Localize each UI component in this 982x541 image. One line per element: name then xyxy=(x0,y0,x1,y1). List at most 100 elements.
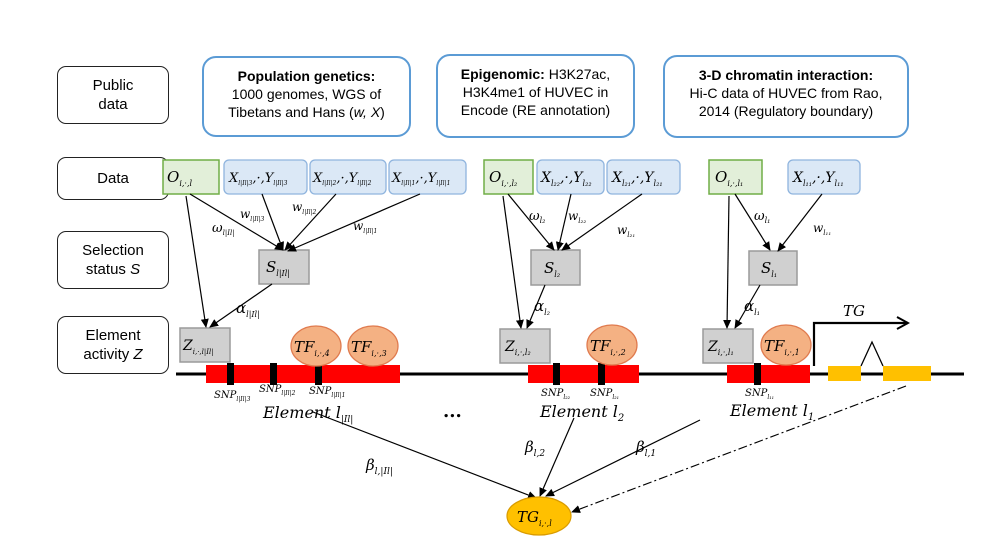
row-label-selection-line2: status S xyxy=(86,260,140,279)
omega-2-label: ωl₂ xyxy=(529,209,545,225)
snp-last-3-label: SNPl|Il|3 xyxy=(214,390,251,403)
tf-1-label: TFi,·,1 xyxy=(764,337,800,357)
z-node-last-label: Zi,·,l|Il| xyxy=(182,338,214,356)
element-last-bar xyxy=(206,365,400,383)
edge-s-to-z-last xyxy=(209,283,273,328)
edge-beta-1 xyxy=(545,419,701,497)
element-2-bar xyxy=(528,365,639,383)
z-node-last xyxy=(179,327,231,363)
edge-x11-to-s-1 xyxy=(777,193,823,252)
edge-x22-to-s-2 xyxy=(555,193,572,251)
popgen-line3: Tibetans and Hans (w, X) xyxy=(204,103,409,121)
row-label-selection-status: Selection status S xyxy=(57,231,169,289)
row-label-selection-line1: Selection xyxy=(82,242,144,259)
popgen-line3-suffix: ) xyxy=(380,104,385,120)
row-label-public-line2: data xyxy=(98,96,128,113)
gene-exon-1 xyxy=(828,366,861,381)
w-11-label: wl₁₁ xyxy=(813,221,831,237)
row-label-data-text: Data xyxy=(97,170,129,187)
gene-label: TG xyxy=(843,302,865,320)
tf-3-label: TFi,·,3 xyxy=(351,338,387,358)
popgen-line3-prefix: Tibetans and Hans ( xyxy=(228,104,354,120)
element-2-label: Element l2 xyxy=(539,402,624,424)
source-epigenomic: Epigenomic: H3K27ac, H3K4me1 of HUVEC in… xyxy=(436,54,635,138)
s-node-1-label: Sl₁ xyxy=(761,259,777,279)
element-1-bar xyxy=(727,365,810,383)
xy-node-21-label: Xl₂₁,·,Yl₂₁ xyxy=(611,170,663,188)
edge-o-to-z-last xyxy=(185,195,209,328)
w-last-2-label: wl|Il|2 xyxy=(292,200,317,216)
row-label-public-data: Public data xyxy=(57,66,169,124)
edge-x21-to-s-2 xyxy=(561,193,643,251)
edge-x2-to-s-last xyxy=(284,193,337,251)
o-node-2-label: Oi,·,l₂ xyxy=(489,168,517,188)
popgen-title: Population genetics: xyxy=(237,68,376,84)
chromatin-title: 3-D chromatin interaction: xyxy=(698,67,874,83)
tg-node xyxy=(506,496,572,536)
alpha-1-label: αl₁ xyxy=(744,297,760,317)
xy-node-last-3 xyxy=(223,159,308,195)
snp-marker xyxy=(553,363,560,385)
epigenomic-line2: H3K4me1 of HUVEC in xyxy=(462,84,609,100)
edge-gene-to-tg xyxy=(571,385,907,513)
w-21-label: wl₂₁ xyxy=(617,223,635,239)
edge-x3-to-s-last xyxy=(261,193,284,251)
source-population-genetics: Population genetics: 1000 genomes, WGS o… xyxy=(202,56,411,137)
edge-s-to-z-2 xyxy=(526,284,546,329)
snp-last-2-label: SNPl|Il|2 xyxy=(259,384,296,397)
xy-node-last-1-label: Xl|Il|1,·,Yl|Il|1 xyxy=(391,171,450,187)
tf-2-label: TFi,·,2 xyxy=(590,337,626,357)
popgen-line3-vars: w, X xyxy=(353,104,381,120)
xy-node-22-label: Xl₂₂,·,Yl₂₂ xyxy=(540,170,592,188)
beta-2-label: βl,2 xyxy=(524,438,545,459)
tg-node-label: TGi,·,l xyxy=(517,508,552,528)
edge-beta-2 xyxy=(539,417,575,497)
edge-x1-to-s-last xyxy=(287,193,421,252)
snp-marker xyxy=(754,363,761,385)
ellipsis: ... xyxy=(443,401,462,422)
tf-3-bubble xyxy=(347,325,399,367)
row-label-element-activity: Element activity Z xyxy=(57,316,169,374)
xy-node-last-2 xyxy=(309,159,387,195)
tf-2-bubble xyxy=(586,324,638,366)
o-node-last-label: Oi,·,l xyxy=(167,168,193,188)
edge-o-to-s-2 xyxy=(507,193,555,251)
s-node-1 xyxy=(748,250,798,286)
epigenomic-title: Epigenomic: xyxy=(460,66,545,82)
o-node-1-label: Oi,·,l₁ xyxy=(715,168,743,188)
snp-marker xyxy=(270,363,277,385)
gene-exon-2 xyxy=(883,366,931,381)
snp-last-1-label: SNPl|Il|1 xyxy=(309,386,345,399)
epigenomic-line3: Encode (RE annotation) xyxy=(460,102,611,118)
edge-o-to-s-last xyxy=(189,193,284,251)
snp-marker xyxy=(227,363,234,385)
tss-arrow xyxy=(812,323,908,366)
snp-11-label: SNPl₁₁ xyxy=(745,388,774,401)
epigenomic-line1: Epigenomic: H3K27ac, xyxy=(438,65,633,83)
xy-node-last-3-label: Xl|Il|3,·,Yl|Il|3 xyxy=(228,171,288,187)
beta-1-label: βl,1 xyxy=(635,438,656,459)
gene-intron xyxy=(860,340,884,367)
chromatin-line3: 2014 (Regulatory boundary) xyxy=(698,103,874,119)
row-label-activity-var: Z xyxy=(133,346,143,363)
row-label-public-line1: Public xyxy=(92,77,134,94)
snp-marker xyxy=(598,363,605,385)
alpha-last-label: αl|Il| xyxy=(236,299,260,319)
edge-beta-last xyxy=(312,411,537,499)
s-node-2-label: Sl₂ xyxy=(544,259,560,279)
tf-4-bubble xyxy=(290,325,342,367)
z-node-2-label: Zi,·,l₂ xyxy=(504,339,531,357)
alpha-2-label: αl₂ xyxy=(534,297,550,317)
row-label-selection-prefix: status xyxy=(85,261,131,278)
row-label-activity-line2: activity Z xyxy=(83,345,142,364)
element-1-label: Element l1 xyxy=(729,401,814,423)
snp-21-label: SNPl₂₁ xyxy=(590,388,619,401)
row-label-selection-var: S xyxy=(130,261,141,278)
s-node-2 xyxy=(530,249,581,286)
xy-node-21 xyxy=(606,159,681,195)
s-node-last xyxy=(258,249,310,285)
edge-o-to-s-1 xyxy=(734,193,771,251)
source-chromatin-interaction: 3-D chromatin interaction: Hi-C data of … xyxy=(663,55,909,138)
z-node-1 xyxy=(702,328,754,364)
